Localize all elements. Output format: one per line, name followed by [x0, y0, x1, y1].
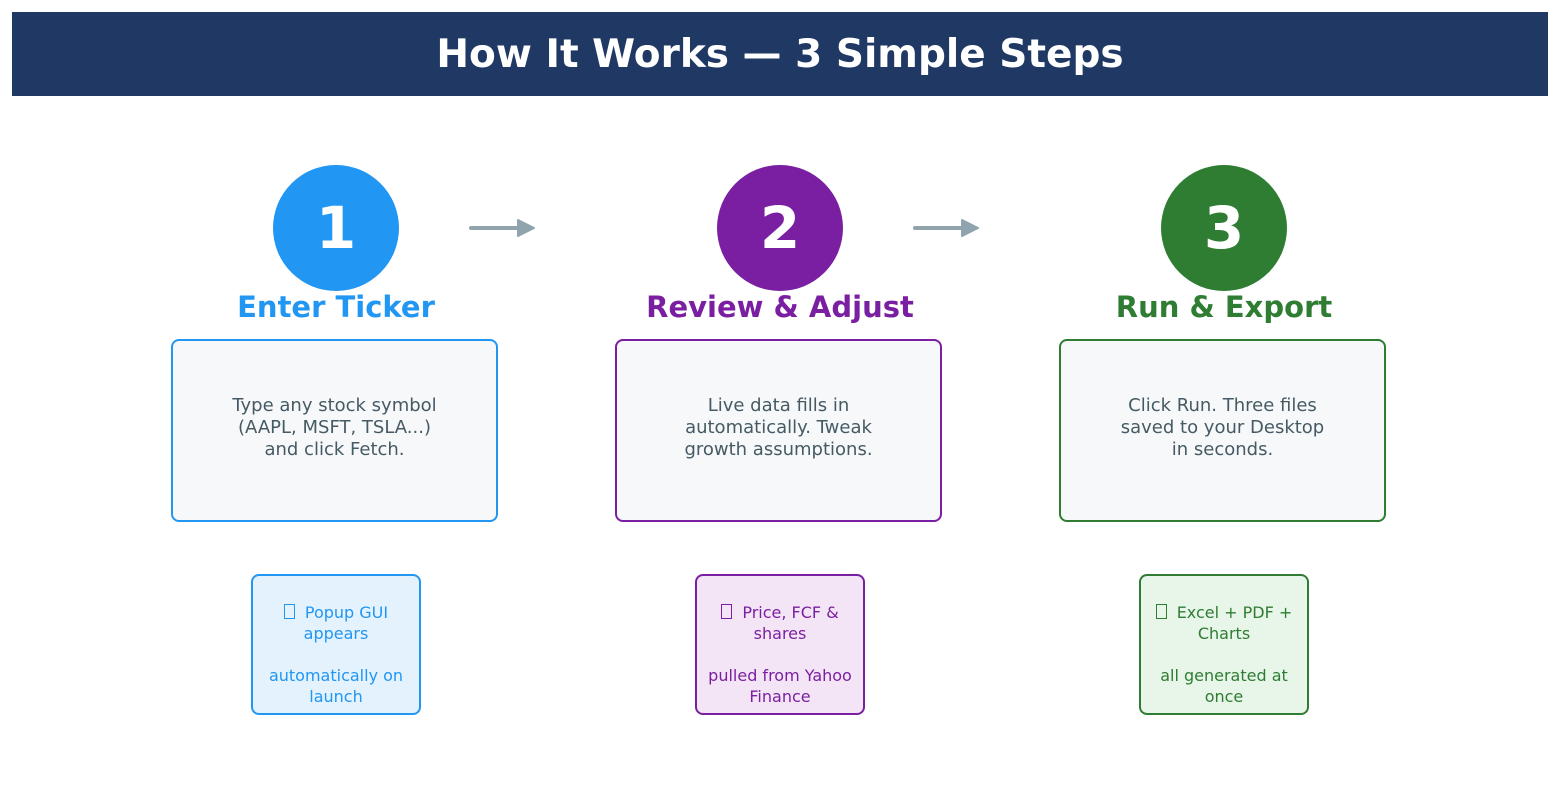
missing-glyph-icon — [721, 604, 733, 619]
missing-glyph-icon — [1155, 604, 1167, 619]
header-banner: How It Works — 3 Simple Steps — [12, 12, 1548, 96]
step-description: Click Run. Three files saved to your Des… — [1120, 394, 1325, 460]
step-number-circle: 2 — [717, 165, 843, 291]
step-description: Type any stock symbol (AAPL, MSFT, TSLA.… — [232, 394, 437, 460]
badge-line-2: pulled from Yahoo Finance — [708, 666, 852, 706]
page-title: How It Works — 3 Simple Steps — [436, 31, 1124, 77]
badge-line-1: Excel + PDF + Charts — [1176, 603, 1293, 643]
badge-line-2: all generated at once — [1160, 666, 1288, 706]
step-1: 1 Enter Ticker Type any stock symbol (AA… — [166, 0, 506, 792]
badge-line-2: automatically on launch — [268, 666, 404, 706]
step-title: Review & Adjust — [646, 290, 914, 324]
step-description-card: Type any stock symbol (AAPL, MSFT, TSLA.… — [171, 339, 498, 522]
arrow-right-icon — [913, 219, 979, 237]
step-3: 3 Run & Export Click Run. Three files sa… — [1054, 0, 1394, 792]
step-description-card: Live data fills in automatically. Tweak … — [615, 339, 942, 522]
arrow-right-icon — [469, 219, 535, 237]
step-number-circle: 1 — [273, 165, 399, 291]
step-badge: Price, FCF & shares pulled from Yahoo Fi… — [695, 574, 865, 715]
missing-glyph-icon — [283, 604, 295, 619]
step-badge: Popup GUI appears automatically on launc… — [251, 574, 421, 715]
badge-line-1: Price, FCF & shares — [742, 603, 839, 643]
step-2: 2 Review & Adjust Live data fills in aut… — [610, 0, 950, 792]
step-description-card: Click Run. Three files saved to your Des… — [1059, 339, 1386, 522]
step-description: Live data fills in automatically. Tweak … — [684, 394, 873, 460]
step-title: Enter Ticker — [237, 290, 435, 324]
step-badge: Excel + PDF + Charts all generated at on… — [1139, 574, 1309, 715]
step-title: Run & Export — [1115, 290, 1333, 324]
badge-line-1: Popup GUI appears — [303, 603, 389, 643]
step-number-circle: 3 — [1161, 165, 1287, 291]
